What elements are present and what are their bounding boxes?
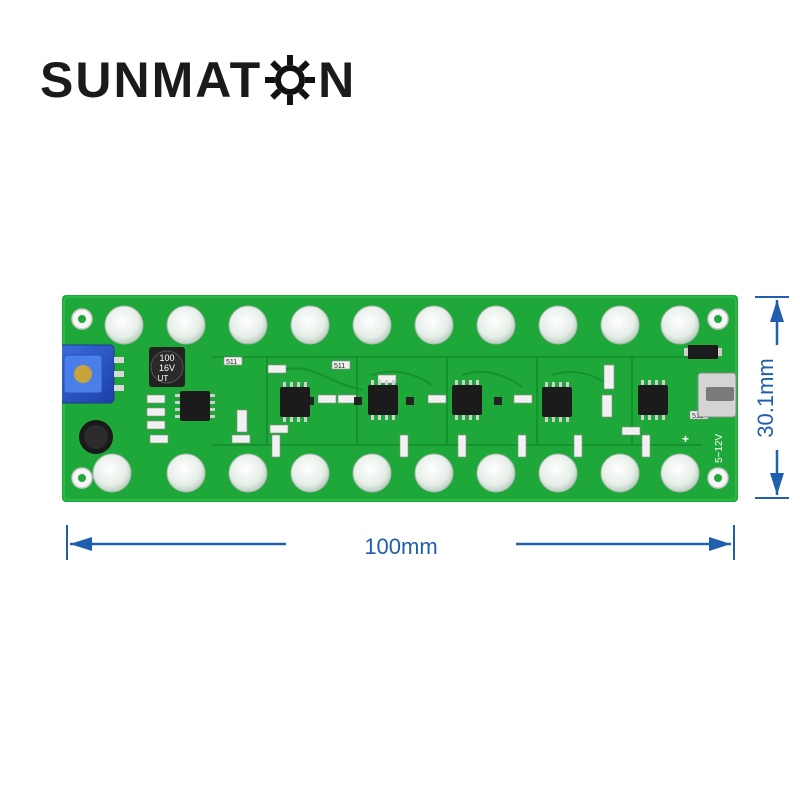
pcb-board: 100 16V UT 511 511 511 [62, 295, 738, 502]
led [228, 453, 268, 493]
micro-usb-port [697, 372, 737, 418]
width-dimension: 100mm [66, 520, 736, 580]
led [414, 305, 454, 345]
led [660, 305, 700, 345]
cap-voltage: 16V [159, 363, 175, 373]
sun-gear-icon [265, 55, 316, 105]
cap-code: UT [158, 374, 169, 383]
ic-chip [638, 380, 668, 420]
led-row-bottom [92, 453, 700, 493]
led [538, 453, 578, 493]
led [600, 305, 640, 345]
led [166, 305, 206, 345]
led [92, 453, 132, 493]
led [476, 453, 516, 493]
ic-chip [452, 380, 482, 420]
height-label: 30.1mm [753, 358, 778, 438]
led [228, 305, 268, 345]
led [352, 453, 392, 493]
height-dimension: 30.1mm [753, 290, 800, 505]
resistor-label: 511 [226, 359, 237, 366]
led [290, 453, 330, 493]
resistor-label-group: 511 511 511 [226, 359, 703, 420]
voltage-label: 5~12V [714, 433, 725, 463]
microphone-icon [79, 420, 113, 454]
resistor-label: 511 [692, 413, 703, 420]
width-label: 100mm [364, 534, 438, 559]
led [290, 305, 330, 345]
pcb-traces [212, 356, 702, 446]
ic-chip [175, 391, 215, 421]
ic-chip [280, 382, 310, 422]
led [104, 305, 144, 345]
led [538, 305, 578, 345]
cap-value: 100 [159, 353, 174, 363]
ic-chip [542, 382, 572, 422]
brand-logo: SUNMAT N [40, 50, 356, 110]
led [166, 453, 206, 493]
pcb-substrate [62, 295, 738, 502]
led-row-top [104, 305, 700, 345]
led [414, 453, 454, 493]
led [600, 453, 640, 493]
potentiometer [62, 344, 124, 404]
diode [684, 345, 722, 359]
capacitor: 100 16V UT [149, 347, 185, 387]
led [476, 305, 516, 345]
brand-name-left: SUNMAT [40, 52, 263, 108]
led [660, 453, 700, 493]
smd-resistors [146, 356, 709, 444]
plus-label: + [682, 432, 689, 446]
resistor-label: 511 [334, 363, 345, 370]
ic-chip [368, 380, 398, 420]
brand-name-right: N [318, 52, 357, 108]
led [352, 305, 392, 345]
